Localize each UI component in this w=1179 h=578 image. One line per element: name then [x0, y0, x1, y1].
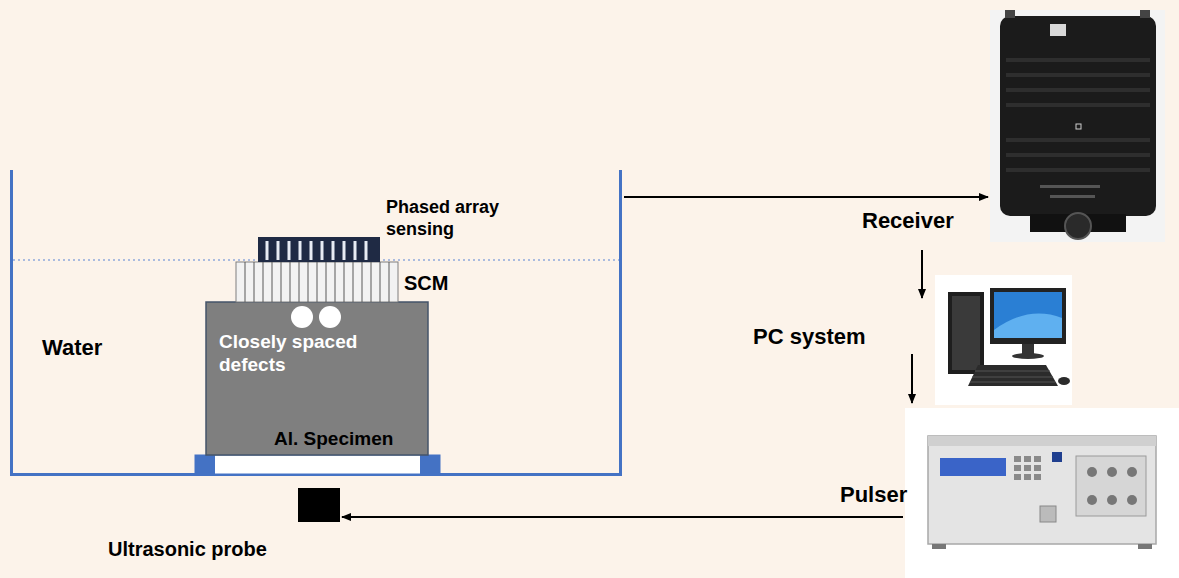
pc-illustration: [994, 292, 1062, 338]
pulser-device: [928, 436, 1156, 446]
aluminium-specimen: [206, 302, 428, 455]
pc-illustration: [1058, 377, 1070, 385]
scm-layer: [245, 262, 389, 302]
node-label: Pulser: [840, 482, 907, 508]
node-label: Receiver: [862, 208, 954, 234]
probe-box: Ultrasonic probe: [298, 488, 340, 522]
specimen-support: [420, 455, 440, 474]
aluminium-specimen: [206, 302, 428, 455]
signal-arrow: [911, 354, 913, 403]
aluminium-specimen: [319, 306, 341, 328]
receiver-node: Receiver: [858, 10, 1165, 248]
pc-illustration: [952, 296, 980, 370]
phased-array: [258, 237, 380, 262]
signal-arrow: [921, 250, 923, 298]
scm-box: SCM: [236, 262, 398, 302]
pulser-node: Pulser: [838, 405, 1179, 578]
pulser-device: [1040, 506, 1056, 522]
specimen-support: [195, 455, 440, 474]
pc-illustration: [935, 275, 1072, 405]
pulser-device: [1087, 467, 1097, 477]
aluminium-specimen: [291, 306, 313, 328]
receiver-device: [1050, 195, 1095, 198]
receiver-device: [1005, 10, 1015, 18]
receiver-device: [1040, 185, 1100, 188]
node-label: Ultrasonic probe: [108, 537, 267, 561]
receiver-device: [1140, 10, 1150, 18]
pc-node: PC system: [750, 300, 1072, 352]
pc-illustration: [935, 275, 1072, 405]
phased-array: [258, 237, 380, 262]
pc-illustration: [994, 314, 1062, 338]
pulser-device: [1052, 452, 1062, 462]
node-label: SCM: [404, 271, 448, 295]
ultrasonic-probe: [298, 488, 340, 522]
pulser-device: [1107, 495, 1117, 505]
pc-illustration: [1022, 344, 1034, 354]
pulser-device: [932, 544, 946, 549]
receiver-device: [990, 10, 1165, 242]
node-label: Phased array sensing: [386, 197, 526, 240]
water-tank: [12, 170, 621, 475]
pulser-device: [1014, 456, 1041, 480]
receiver-device: [1065, 213, 1091, 239]
pulser-device: [1087, 495, 1097, 505]
receiver-device: [1050, 24, 1066, 36]
node-label: Closely spaced defects: [219, 331, 394, 377]
scm-layer: [236, 262, 398, 302]
signal-arrow: [624, 196, 988, 198]
pc-illustration: [990, 288, 1066, 344]
pulser-device: [928, 436, 1156, 544]
specimen-box: Closely spaced defectsAl. Specimen: [206, 302, 428, 455]
node-label: Al. Specimen: [274, 428, 393, 451]
pc-illustration: [970, 371, 1055, 382]
pulser-device: [905, 408, 1179, 578]
phased-array: [267, 241, 366, 260]
specimen-support: [195, 455, 440, 474]
signal-arrow: [342, 516, 903, 518]
pulser-device: [1076, 456, 1146, 516]
node-label: Water: [42, 335, 102, 361]
pulser-device: [1138, 544, 1152, 549]
pc-illustration: [948, 292, 984, 374]
specimen-support: [195, 455, 215, 474]
pulser-device: [905, 408, 1179, 578]
pc-illustration: [968, 365, 1058, 386]
receiver-device: [1006, 60, 1150, 170]
receiver-device: [1076, 124, 1081, 129]
water-tank: [12, 170, 621, 475]
pc-illustration: [1012, 353, 1044, 359]
phased-array-box: Phased array sensing: [258, 237, 380, 262]
ultrasonic-probe: [298, 488, 340, 522]
pulser-device: [1107, 467, 1117, 477]
pulser-device: [1127, 467, 1137, 477]
node-label: PC system: [753, 324, 866, 350]
receiver-device: [1000, 16, 1156, 216]
pulser-device: [1127, 495, 1137, 505]
scm-layer: [236, 262, 398, 302]
water-tank: WaterPhased array sensingSCMClosely spac…: [10, 170, 622, 475]
pulser-device: [940, 458, 1006, 476]
receiver-device: [990, 10, 1165, 242]
